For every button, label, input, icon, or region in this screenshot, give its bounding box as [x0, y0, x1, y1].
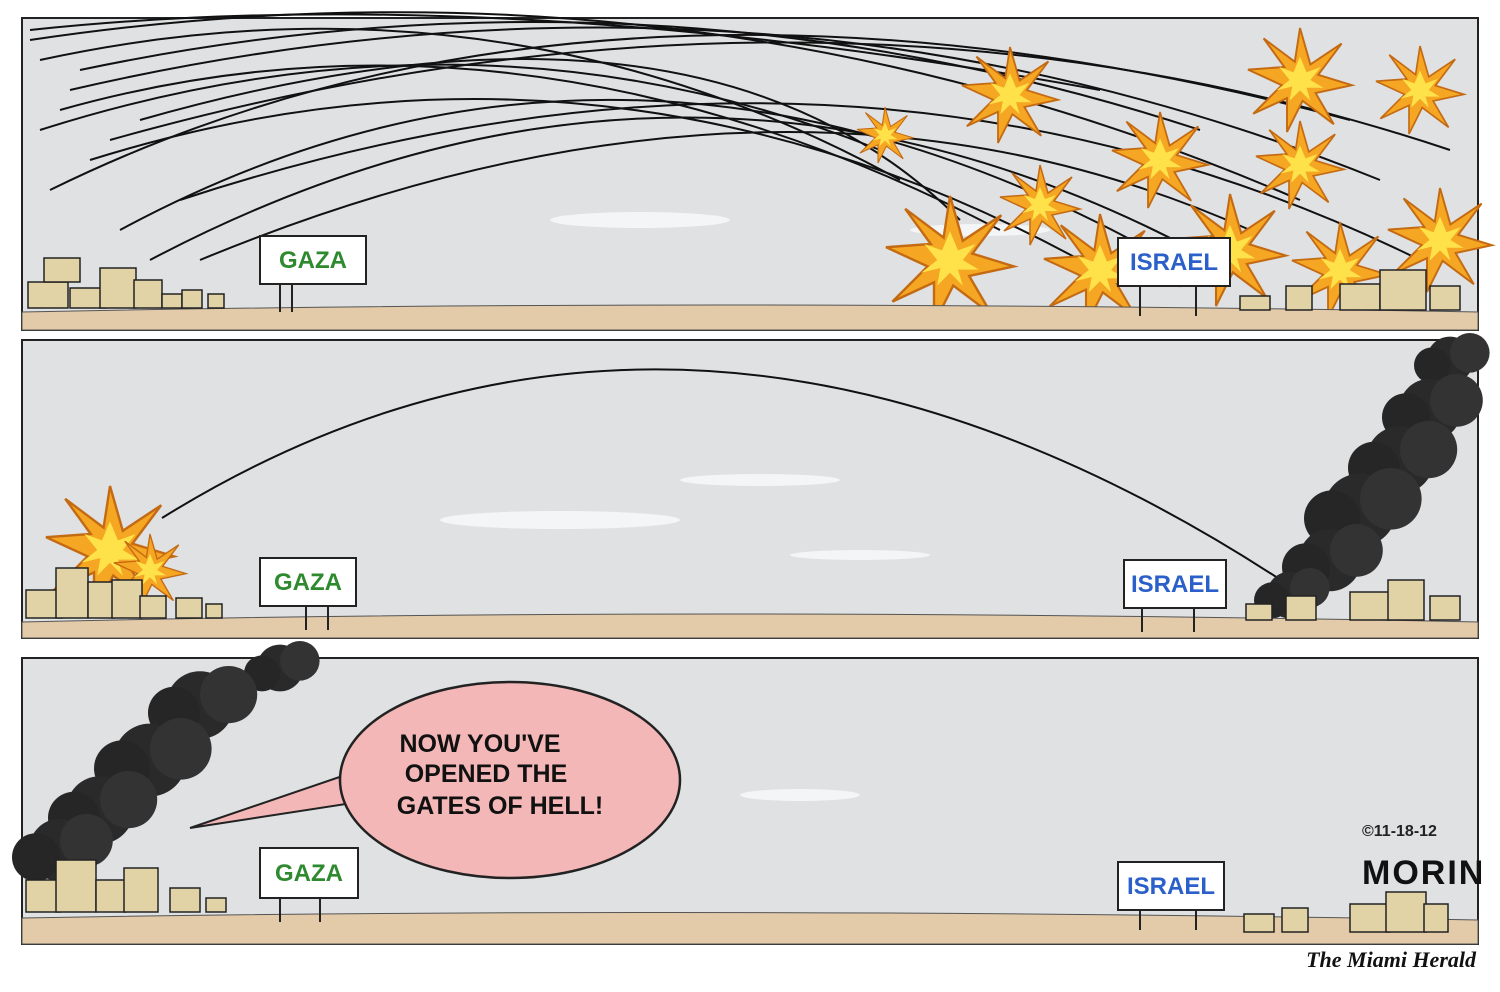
gaza-sign: GAZA	[259, 235, 367, 312]
gaza-buildings	[25, 567, 223, 619]
gaza-sign-label: GAZA	[279, 247, 347, 274]
israel-sign-label: ISRAEL	[1127, 873, 1215, 900]
israel-sign: ISRAEL	[1123, 559, 1227, 632]
gaza-buildings	[25, 859, 227, 913]
sky-clouds	[440, 474, 930, 560]
cartoon-date: ©11-18-12	[1362, 823, 1437, 840]
israel-buildings	[1243, 891, 1449, 933]
gaza-sign-label: GAZA	[274, 569, 342, 596]
gaza-sign: GAZA	[259, 557, 357, 630]
publication-credit: The Miami Herald	[1306, 947, 1477, 972]
bubble-line-3: GATES OF HELL!	[397, 792, 603, 820]
sky-clouds	[740, 789, 860, 801]
panel-2: GAZA ISRAEL	[21, 333, 1490, 639]
panel-1: GAZA ISRAEL	[21, 11, 1493, 331]
rocket-arcs	[29, 11, 1451, 271]
israel-sign-label: ISRAEL	[1130, 249, 1218, 276]
gaza-sign: GAZA	[259, 847, 359, 922]
israel-buildings	[1239, 269, 1461, 311]
gaza-sign-label: GAZA	[275, 860, 343, 887]
panel-3: NOW YOU'VE OPENED THE GATES OF HELL! GAZ…	[11, 641, 1485, 945]
speech-bubble: NOW YOU'VE OPENED THE GATES OF HELL!	[189, 680, 682, 880]
rocket-arc	[161, 368, 1291, 587]
bubble-line-1: NOW YOU'VE	[399, 730, 560, 758]
bubble-line-2: OPENED THE	[405, 760, 568, 788]
israel-buildings	[1245, 579, 1461, 621]
israel-sign: ISRAEL	[1117, 861, 1225, 930]
gaza-buildings	[27, 257, 225, 309]
israel-sign: ISRAEL	[1117, 237, 1231, 316]
israel-sign-label: ISRAEL	[1131, 571, 1219, 598]
artist-signature: MORIN	[1362, 854, 1485, 892]
